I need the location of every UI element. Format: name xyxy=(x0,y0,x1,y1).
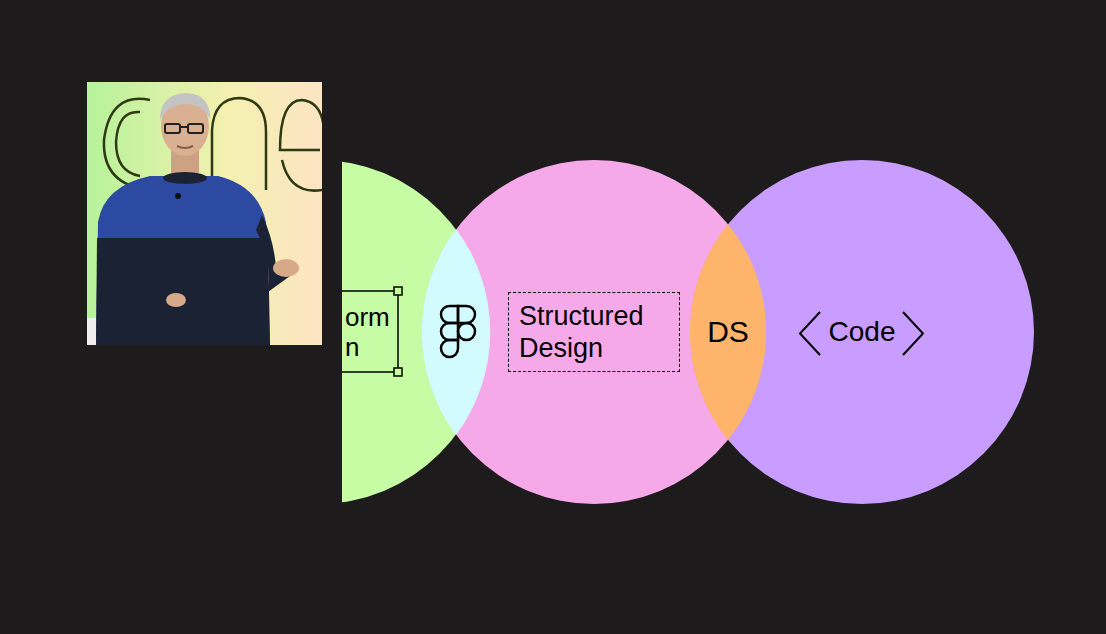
glasses xyxy=(165,124,180,133)
stage-prop xyxy=(87,318,101,345)
hand xyxy=(166,293,186,307)
microphone xyxy=(175,193,181,199)
glasses xyxy=(188,124,203,133)
arm xyxy=(256,215,296,292)
backdrop-letter xyxy=(116,112,140,176)
structured-design-label: Structured Design xyxy=(508,292,680,372)
mouth xyxy=(177,146,193,148)
head xyxy=(161,96,209,156)
collar xyxy=(163,172,207,184)
backdrop-letter xyxy=(212,98,266,190)
backdrop-letter xyxy=(280,100,322,150)
platform-label: orm n xyxy=(345,302,405,362)
overlap-lens: DS xyxy=(690,224,766,440)
design-circle-fill xyxy=(422,160,766,504)
backdrop-letter xyxy=(104,99,150,190)
backdrop-letter xyxy=(282,160,322,191)
hand xyxy=(273,259,299,277)
ds-label: DS xyxy=(707,315,749,349)
glasses xyxy=(180,126,188,128)
code-label: Code xyxy=(829,316,896,348)
sweater-bottom xyxy=(96,238,270,345)
neck xyxy=(171,148,199,178)
speaker-video xyxy=(87,82,322,345)
code-circle-fill xyxy=(690,160,1034,504)
hair xyxy=(160,93,210,120)
video-backdrop xyxy=(87,82,322,345)
sweater-top xyxy=(96,176,270,345)
